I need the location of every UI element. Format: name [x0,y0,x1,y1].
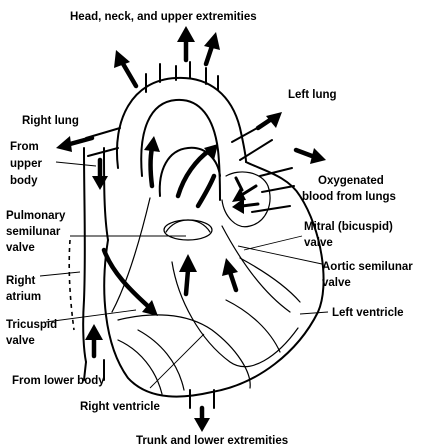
label-right-lung: Right lung [22,115,79,127]
label-trunk: Trunk and lower extremities [136,435,288,447]
leader-lines [39,161,329,389]
label-oxygenated-blood: Oxygenated blood from lungs [302,175,396,203]
label-head-neck: Head, neck, and upper extremities [70,11,257,23]
label-from-upper-body: From upper body [10,141,45,187]
label-right-atrium: Right atrium [6,275,41,303]
label-left-lung: Left lung [288,89,337,101]
labels: Head, neck, and upper extremities Left l… [6,11,416,447]
label-from-lower-body: From lower body [12,375,105,387]
label-left-ventricle: Left ventricle [332,307,404,319]
flow-arrows [56,26,326,432]
label-aortic-valve: Aortic semilunar valve [322,261,416,289]
label-tricuspid-valve: Tricuspid valve [6,319,60,347]
label-pulmonary-valve: Pulmonary semilunar valve [6,210,69,254]
heart-outline [68,61,325,409]
label-mitral-valve: Mitral (bicuspid) valve [304,221,396,249]
label-right-ventricle: Right ventricle [80,401,160,413]
